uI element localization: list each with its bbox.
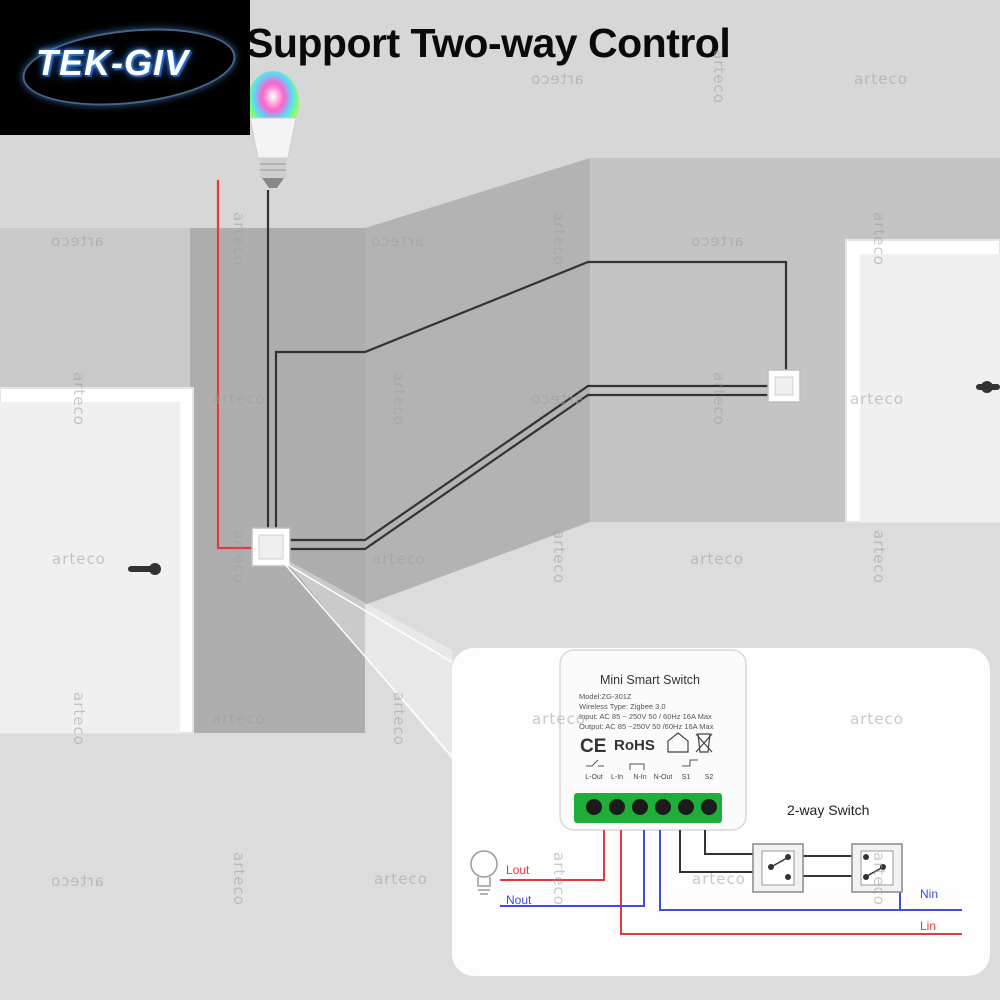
watermark: arteco [870, 212, 888, 266]
watermark: arteco [550, 212, 568, 266]
brand-logo: TEK-GIV [0, 0, 250, 135]
two-way-switch-a [752, 843, 804, 893]
two-way-switch-label: 2-way Switch [787, 802, 869, 818]
smart-bulb [247, 71, 299, 188]
terminal-label-nout: N-Out [654, 774, 673, 781]
watermark: arteco [870, 852, 888, 906]
watermark: arteco [690, 550, 744, 568]
mini-smart-switch-module [559, 649, 747, 831]
watermark: arteco [854, 70, 908, 88]
watermark: arteco [70, 692, 88, 746]
lamp-icon [470, 850, 498, 895]
watermark: arteco [390, 692, 408, 746]
terminal-label-nin: N-In [633, 774, 646, 781]
left-door [0, 387, 194, 734]
watermark: arteco [50, 232, 104, 250]
logo-text: TEK-GIV [36, 42, 190, 83]
watermark: arteco [230, 530, 248, 584]
terminal-symbols [586, 759, 698, 770]
module-wireless: Wireless Type: Zigbee 3.0 [579, 702, 666, 711]
middle-wall [365, 158, 590, 605]
ce-mark: CE [580, 736, 606, 757]
watermark: arteco [230, 212, 248, 266]
watermark: arteco [692, 870, 746, 888]
module-input: Input: AC 85 ~ 250V 50 / 60Hz 16A Max [579, 712, 712, 721]
side-wall [190, 228, 365, 733]
watermark: arteco [372, 550, 426, 568]
wall-switch-remote [767, 369, 801, 403]
watermark: arteco [710, 372, 728, 426]
watermark: arteco [550, 530, 568, 584]
watermark: arteco [550, 852, 568, 906]
module-model: Model:ZG-301Z [579, 692, 632, 701]
watermark: arteco [532, 710, 586, 728]
module-name: Mini Smart Switch [600, 673, 700, 687]
rohs-mark: RoHS [614, 737, 655, 754]
watermark: arteco [370, 232, 424, 250]
right-door [845, 239, 1000, 523]
zoom-callout [282, 558, 460, 770]
nout-label: Nout [506, 893, 532, 907]
watermark: arteco [850, 710, 904, 728]
watermark: arteco [70, 372, 88, 426]
wall-switch-local [251, 527, 291, 567]
terminal-label-lin: L-In [611, 774, 623, 781]
terminal-label-s1: S1 [682, 774, 691, 781]
nin-label: Nin [920, 887, 938, 901]
two-way-switch-b [851, 843, 903, 893]
watermark: arteco [850, 390, 904, 408]
wall-wires [216, 180, 788, 551]
watermark: arteco [710, 50, 728, 104]
terminal-label-lout: L-Out [585, 774, 603, 781]
watermark: arteco [212, 390, 266, 408]
upper-wall [0, 0, 1000, 228]
module-output: Output: AC 85 ~250V 50 /60Hz 16A Max [579, 722, 714, 731]
watermark: arteco [530, 70, 584, 88]
watermark: arteco [230, 852, 248, 906]
recycle-bin-icon [695, 733, 713, 753]
terminal-screws [586, 799, 717, 815]
watermark: arteco [50, 872, 104, 890]
module-wiring [500, 830, 962, 935]
watermark: arteco [52, 550, 106, 568]
indoor-use-icon [667, 732, 689, 753]
watermark: arteco [212, 710, 266, 728]
watermark: arteco [870, 530, 888, 584]
terminal-label-s2: S2 [705, 774, 714, 781]
watermark: arteco [690, 232, 744, 250]
page-title: Support Two-way Control [246, 20, 731, 66]
lin-label: Lin [920, 919, 936, 933]
watermark: arteco [530, 390, 584, 408]
watermark: arteco [374, 870, 428, 888]
watermark: arteco [390, 372, 408, 426]
lout-label: Lout [506, 863, 530, 877]
